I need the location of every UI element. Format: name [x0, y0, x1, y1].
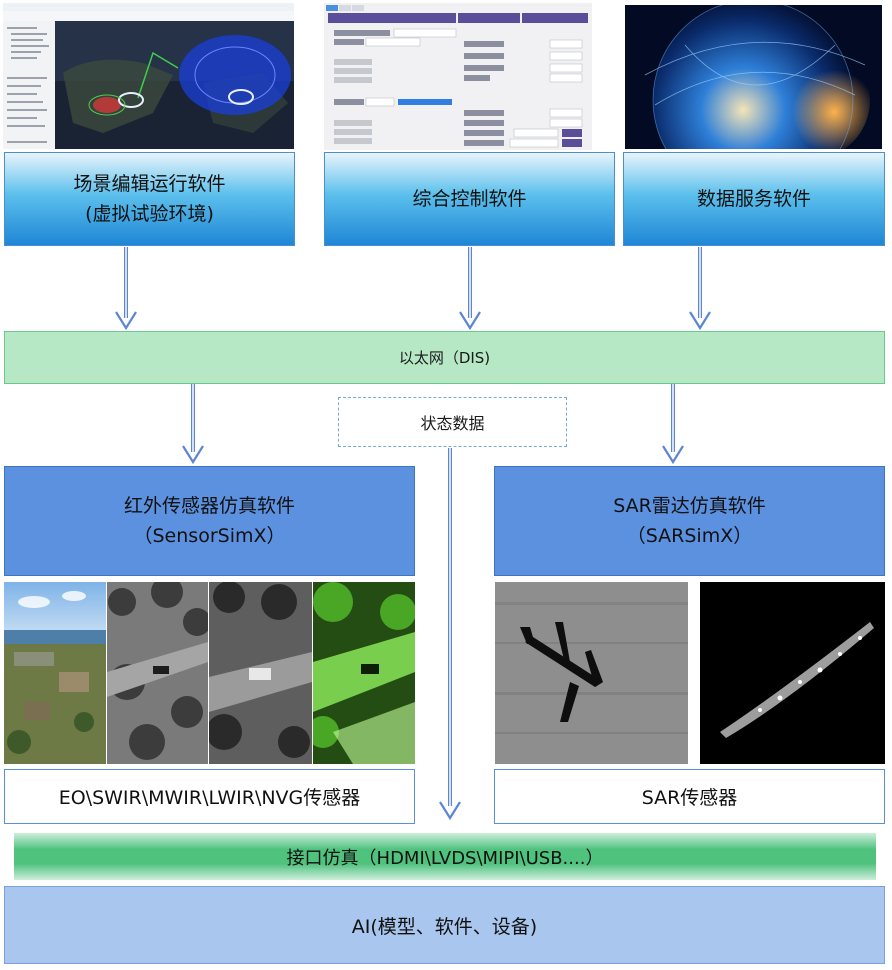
sensorsimx-box: 红外传感器仿真软件 （SensorSimX） [4, 466, 415, 576]
globe-image [625, 5, 882, 149]
eo-sensor-image [4, 582, 106, 764]
ai-label: AI(模型、软件、设备) [351, 915, 538, 938]
status-data-label: 状态数据 [420, 414, 485, 433]
down-arrow-icon [662, 445, 684, 465]
down-arrow-icon [459, 311, 481, 331]
nvg-sensor-image [313, 582, 415, 764]
scene-editor-screenshot [3, 3, 294, 149]
sarsimx-title: SAR雷达仿真软件 [613, 495, 766, 517]
scene-editor-box: 场景编辑运行软件 (虚拟试验环境) [4, 152, 295, 246]
ai-bar: AI(模型、软件、设备) [4, 886, 885, 964]
data-service-box: 数据服务软件 [623, 152, 885, 246]
data-service-title: 数据服务软件 [696, 188, 811, 210]
sar-aircraft-image [495, 582, 688, 764]
down-arrow-icon [689, 311, 711, 331]
sar-ship-image [700, 582, 885, 764]
ethernet-dis-label: 以太网（DIS) [398, 349, 491, 367]
down-arrow-icon [115, 311, 137, 331]
eo-sensors-label-box: EO\SWIR\MWIR\LWIR\NVG传感器 [4, 769, 415, 824]
down-arrow-icon [439, 801, 461, 821]
ethernet-dis-bar: 以太网（DIS) [4, 331, 885, 384]
down-arrow-icon [182, 445, 204, 465]
control-software-title: 综合控制软件 [412, 188, 527, 210]
swir-sensor-image [107, 582, 208, 764]
control-software-box: 综合控制软件 [324, 152, 615, 246]
eo-sensors-label: EO\SWIR\MWIR\LWIR\NVG传感器 [58, 787, 361, 809]
sarsimx-subtitle: （SARSimX） [626, 525, 753, 547]
sarsimx-box: SAR雷达仿真软件 （SARSimX） [494, 466, 885, 576]
interface-simulation-bar: 接口仿真（HDMI\LVDS\MIPI\USB....） [14, 833, 876, 880]
scene-editor-subtitle: (虚拟试验环境) [85, 203, 214, 225]
sar-sensor-label: SAR传感器 [641, 787, 738, 809]
mwir-sensor-image [209, 582, 312, 764]
sensorsimx-subtitle: （SensorSimX） [133, 525, 286, 547]
sar-sensor-label-box: SAR传感器 [494, 769, 885, 824]
scene-editor-title: 场景编辑运行软件 [73, 173, 226, 195]
status-data-box: 状态数据 [338, 397, 567, 447]
interface-simulation-label: 接口仿真（HDMI\LVDS\MIPI\USB....） [286, 847, 604, 869]
control-panel-screenshot [324, 3, 592, 150]
sensorsimx-title: 红外传感器仿真软件 [123, 495, 295, 517]
